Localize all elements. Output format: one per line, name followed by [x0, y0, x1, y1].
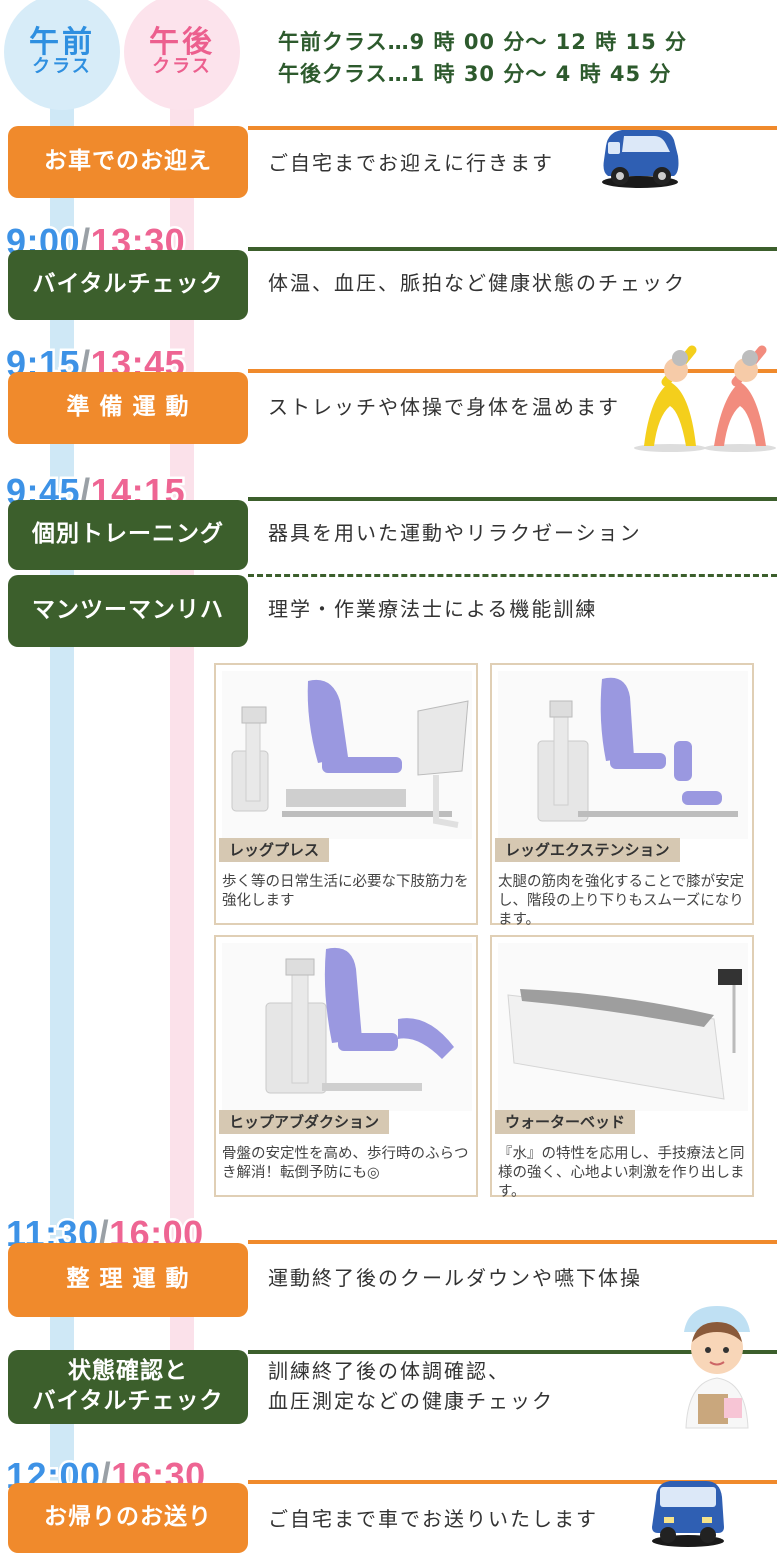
check-desc-line1: 訓練終了後の体調確認、 [268, 1359, 510, 1383]
equipment-name: レッグエクステンション [495, 838, 680, 862]
warmup-desc: ストレッチや体操で身体を温めます [268, 395, 620, 419]
equipment-desc: 太腿の筋肉を強化することで膝が安定し、階段の上り下りもスムーズになります。 [498, 874, 745, 928]
cooldown-desc: 運動終了後のクールダウンや嚥下体操 [268, 1266, 642, 1290]
time-separator: / [80, 471, 91, 512]
check-label-line2: バイタルチェック [32, 1388, 224, 1414]
equipment-name: レッグプレス [219, 838, 330, 862]
man-to-man-divider [248, 574, 777, 577]
am-class-title: 午前 [29, 24, 95, 60]
time-separator: / [80, 343, 91, 384]
leg-extension-machine-icon [498, 671, 748, 839]
man-to-man-label: マンツーマンリハ [8, 575, 248, 647]
am-schedule-text: 午前クラス…9 時 00 分～ 12 時 15 分 [278, 30, 688, 54]
pickup-divider [248, 126, 777, 130]
equipment-name: ヒップアブダクション [219, 1110, 390, 1134]
dropoff-desc: ご自宅まで車でお送りいたします [268, 1507, 598, 1531]
check-desc: 訓練終了後の体調確認、 血圧測定などの健康チェック [268, 1356, 554, 1416]
am-class-subtitle: クラス [32, 56, 92, 78]
water-bed-icon [498, 943, 748, 1111]
dropoff-label: お帰りのお送り [8, 1483, 248, 1553]
nurse-icon [684, 1306, 750, 1429]
warmup-label: 準 備 運 動 [8, 372, 248, 444]
hip-abduction-machine-icon [222, 943, 472, 1111]
pickup-label: お車でのお迎え [8, 126, 248, 198]
pm-class-badge: 午後 クラス [124, 0, 240, 110]
stretching-people-icon [634, 345, 776, 452]
warmup-divider [248, 369, 777, 373]
equipment-card: ヒップアブダクション 骨盤の安定性を高め、歩行時のふらつき解消！転倒予防にも◎ [214, 935, 478, 1197]
equipment-desc: 歩く等の日常生活に必要な下肢筋力を強化します [222, 874, 469, 909]
leg-press-machine-icon [222, 671, 472, 839]
am-class-badge: 午前 クラス [4, 0, 120, 110]
training-divider [248, 497, 777, 501]
equipment-card: レッグエクステンション 太腿の筋肉を強化することで膝が安定し、階段の上り下りもス… [490, 663, 754, 928]
equipment-desc: 『水』の特性を応用し、手技療法と同様の強く、心地よい刺激を作り出します。 [498, 1146, 745, 1200]
pickup-desc: ご自宅までお迎えに行きます [268, 151, 554, 175]
pm-class-title: 午後 [149, 24, 215, 60]
dropoff-divider [248, 1480, 777, 1484]
equipment-desc: 骨盤の安定性を高め、歩行時のふらつき解消！転倒予防にも◎ [222, 1146, 469, 1181]
training-label: 個別トレーニング [8, 500, 248, 570]
cooldown-divider [248, 1240, 777, 1244]
man-to-man-desc: 理学・作業療法士による機能訓練 [268, 597, 598, 621]
equipment-card: レッグプレス 歩く等の日常生活に必要な下肢筋力を強化します [214, 663, 478, 925]
training-desc: 器具を用いた運動やリラクゼーション [268, 521, 642, 545]
vital-label: バイタルチェック [8, 250, 248, 320]
car-icon [602, 130, 679, 188]
equipment-card: ウォーターベッド 『水』の特性を応用し、手技療法と同様の強く、心地よい刺激を作り… [490, 935, 754, 1200]
check-label-line1: 状態確認と [68, 1358, 188, 1385]
class-schedule: 午前クラス…9 時 00 分～ 12 時 15 分 午後クラス…1 時 30 分… [278, 26, 687, 90]
car-icon [652, 1481, 724, 1547]
time-separator: / [100, 1455, 112, 1496]
pm-class-subtitle: クラス [152, 56, 212, 78]
cooldown-label: 整 理 運 動 [8, 1243, 248, 1317]
vital-desc: 体温、血圧、脈拍など健康状態のチェック [268, 271, 686, 295]
check-desc-line2: 血圧測定などの健康チェック [268, 1389, 554, 1413]
equipment-name: ウォーターベッド [495, 1110, 636, 1134]
pm-schedule-text: 午後クラス…1 時 30 分～ 4 時 45 分 [278, 62, 672, 86]
time-separator: / [98, 1213, 110, 1254]
check-label: 状態確認と バイタルチェック [8, 1350, 248, 1424]
check-divider [248, 1350, 777, 1354]
vital-divider [248, 247, 777, 251]
time-separator: / [80, 221, 91, 262]
